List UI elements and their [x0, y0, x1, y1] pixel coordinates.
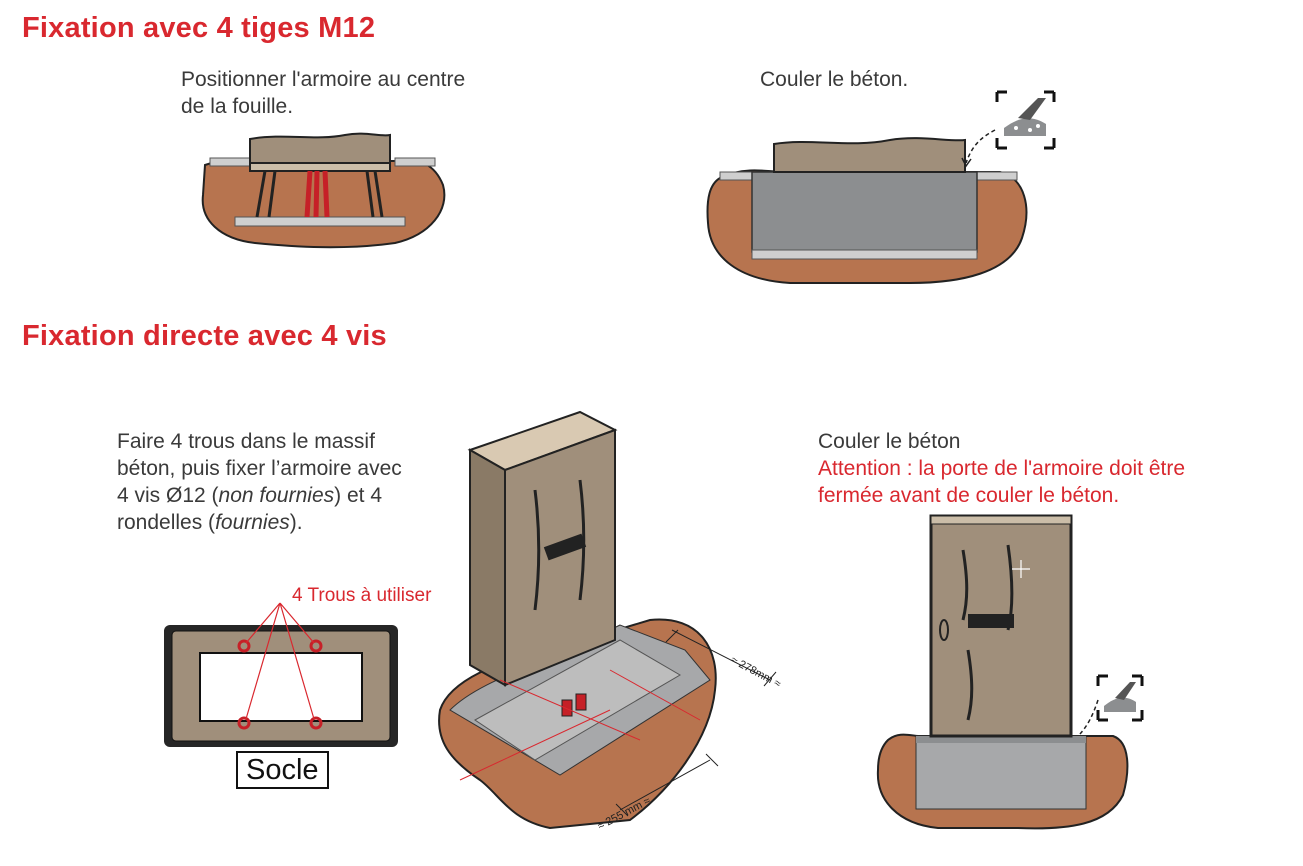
pour-title: Couler le béton	[818, 430, 961, 453]
warning-line2: fermée avant de couler le béton.	[818, 484, 1120, 507]
anchor-2	[575, 693, 587, 711]
diagram-isometric: ≈ 278mm ≈ ≈ 255 mm ≈	[438, 410, 783, 833]
dimension-lines	[615, 629, 777, 817]
front-pour-arrow	[1079, 699, 1099, 735]
iso-cabinet	[467, 410, 618, 687]
ground-strip-left-2	[719, 171, 753, 181]
hole-top-left	[237, 639, 251, 653]
trench-gravel	[234, 216, 406, 227]
instr-line4: rondelles (fournies).	[117, 509, 402, 536]
hole-bottom-right	[309, 716, 323, 730]
diagram-pour-concrete	[706, 90, 1056, 284]
holes-label: 4 Trous à utiliser	[292, 585, 432, 606]
pour-text: Couler le béton Attention : la porte de …	[818, 428, 1185, 509]
step1-line2: de la fouille.	[181, 95, 294, 118]
concrete-pour-icon	[995, 90, 1056, 150]
section-title-screws: Fixation directe avec 4 vis	[22, 320, 387, 352]
diagram-position-cabinet	[201, 132, 446, 249]
ground-strip-left	[209, 157, 256, 167]
front-cabinet	[929, 514, 1073, 738]
warning-line1: Attention : la porte de l'armoire doit ê…	[818, 457, 1186, 480]
step2-text: Couler le béton.	[760, 68, 909, 91]
section-title-rods: Fixation avec 4 tiges M12	[22, 12, 376, 44]
concrete-pour-icon-2	[1096, 674, 1144, 722]
dimension-278: ≈ 278mm ≈	[729, 654, 783, 690]
step1-line1: Positionner l'armoire au centre	[181, 68, 466, 91]
instr-line3-b: non fournies	[218, 484, 335, 507]
hole-bottom-left	[237, 716, 251, 730]
front-concrete	[915, 735, 1087, 810]
rod-right	[365, 170, 384, 218]
hole-top-right	[309, 639, 323, 653]
instr-line2: béton, puis fixer l’armoire avec	[117, 457, 402, 480]
diagram-front-pour	[876, 514, 1144, 830]
instr-line3-a: 4 vis Ø12 (	[117, 484, 219, 507]
rod-left	[255, 170, 277, 218]
instr-line4-b: fournies	[215, 511, 290, 534]
socle-label: Socle	[236, 751, 329, 789]
instr-line3: 4 vis Ø12 (non fournies) et 4	[117, 482, 402, 509]
instr-line4-a: rondelles (	[117, 511, 216, 534]
instr-line1: Faire 4 trous dans le massif	[117, 430, 375, 453]
instr-line4-c: ).	[289, 511, 303, 534]
pour-arrow	[965, 129, 996, 164]
cabinet-top-2	[773, 137, 966, 173]
instruction-text: Faire 4 trous dans le massif béton, puis…	[117, 428, 402, 536]
cabinet-top	[249, 132, 391, 172]
concrete-block	[751, 171, 978, 253]
cables	[304, 170, 330, 218]
hole-pointers	[245, 602, 315, 720]
ground-strip-right-2	[974, 171, 1018, 181]
alignment-lines	[459, 669, 701, 781]
anchor-1	[561, 699, 573, 717]
socle-opening	[199, 652, 363, 722]
instr-line3-c: ) et 4	[334, 484, 382, 507]
ground-strip-right	[394, 157, 436, 167]
concrete-base-strip	[751, 249, 978, 260]
cabinet-base	[249, 162, 391, 172]
socle-plan	[164, 602, 398, 747]
step1-text: Positionner l'armoire au centre de la fo…	[181, 66, 465, 120]
